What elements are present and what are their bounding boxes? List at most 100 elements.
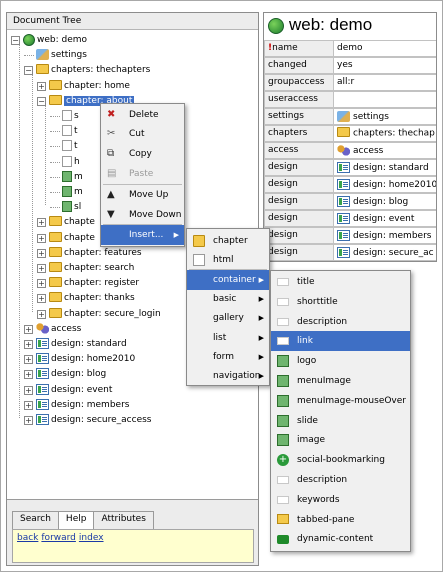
container-item-title[interactable]: title bbox=[271, 272, 410, 292]
insert-item-html[interactable]: html bbox=[187, 250, 269, 270]
expand-icon[interactable]: + bbox=[24, 416, 33, 425]
tree-node[interactable]: m bbox=[62, 170, 83, 185]
tab-help[interactable]: Help bbox=[57, 511, 95, 529]
collapse-icon[interactable]: − bbox=[24, 66, 33, 75]
tree-node[interactable]: m bbox=[62, 185, 83, 200]
menu-item-paste[interactable]: ▤Paste bbox=[101, 164, 184, 184]
tree-node[interactable]: web: demo bbox=[23, 33, 87, 48]
expand-icon[interactable]: + bbox=[37, 279, 46, 288]
menu-item-copy[interactable]: ⧉Copy bbox=[101, 144, 184, 164]
help-index-link[interactable]: index bbox=[78, 533, 104, 543]
property-value[interactable] bbox=[334, 91, 436, 108]
expand-icon[interactable]: + bbox=[37, 234, 46, 243]
menu-item-move-up[interactable]: ▲Move Up bbox=[101, 185, 184, 205]
insert-item-gallery[interactable]: gallery▶ bbox=[187, 308, 269, 328]
property-value[interactable]: design: event bbox=[334, 210, 436, 227]
insert-item-basic[interactable]: basic▶ bbox=[187, 289, 269, 309]
insert-item-list[interactable]: list▶ bbox=[187, 328, 269, 348]
insert-item-chapter[interactable]: chapter bbox=[187, 231, 269, 251]
tree-node[interactable]: s bbox=[62, 109, 79, 124]
tree-node[interactable]: chapter: home bbox=[49, 79, 130, 94]
tree-node[interactable]: sl bbox=[62, 200, 81, 215]
tree-node[interactable]: chapter: register bbox=[49, 276, 139, 291]
expand-icon[interactable]: + bbox=[24, 355, 33, 364]
property-value[interactable]: yes bbox=[334, 57, 436, 74]
tree-node[interactable]: design: standard bbox=[36, 337, 127, 352]
expand-icon[interactable]: + bbox=[24, 370, 33, 379]
menu-item-delete[interactable]: ✖Delete bbox=[101, 105, 184, 125]
property-value[interactable]: demo bbox=[334, 40, 436, 57]
menu-item-move-down[interactable]: ▼Move Down bbox=[101, 205, 184, 225]
container-item-menuimage-mouseover[interactable]: menuImage-mouseOver bbox=[271, 391, 410, 411]
property-value[interactable]: design: home2010 bbox=[334, 176, 436, 193]
expand-icon[interactable]: + bbox=[24, 325, 33, 334]
tree-node[interactable]: chapter: secure_login bbox=[49, 307, 161, 322]
container-item-description[interactable]: description bbox=[271, 312, 410, 332]
expand-icon[interactable]: + bbox=[24, 340, 33, 349]
expand-icon[interactable]: + bbox=[37, 310, 46, 319]
tab-attributes[interactable]: Attributes bbox=[93, 511, 154, 529]
property-value[interactable]: chapters: thechap bbox=[334, 125, 436, 142]
tree-node[interactable]: h bbox=[62, 155, 80, 170]
expand-icon[interactable]: + bbox=[37, 218, 46, 227]
tree-node[interactable]: design: home2010 bbox=[36, 352, 135, 367]
tree-node[interactable]: chapter: about bbox=[49, 94, 135, 109]
container-item-shorttitle[interactable]: shorttitle bbox=[271, 292, 410, 312]
container-item-description[interactable]: description bbox=[271, 470, 410, 490]
tree-node[interactable]: chapte bbox=[49, 215, 95, 230]
tree-node[interactable]: chapters: thechapters bbox=[36, 63, 150, 78]
property-value[interactable]: access bbox=[334, 142, 436, 159]
container-item-link[interactable]: link bbox=[271, 331, 410, 352]
tree-node[interactable]: chapter: features bbox=[49, 246, 142, 261]
container-item-social-bookmarking[interactable]: +social-bookmarking bbox=[271, 450, 410, 470]
tree-node[interactable]: design: event bbox=[36, 383, 112, 398]
tree-node[interactable]: design: members bbox=[36, 398, 129, 413]
collapse-icon[interactable]: − bbox=[37, 97, 46, 106]
container-item-image[interactable]: image bbox=[271, 430, 410, 450]
tree-node[interactable]: chapte bbox=[49, 231, 95, 246]
expand-icon[interactable]: + bbox=[37, 249, 46, 258]
help-back-link[interactable]: back bbox=[17, 533, 39, 543]
tree-node[interactable]: design: secure_access bbox=[36, 413, 152, 428]
menu-item-insert[interactable]: Insert...▶ bbox=[101, 225, 184, 245]
container-item-keywords[interactable]: keywords bbox=[271, 490, 410, 510]
container-item-tabbed-pane[interactable]: tabbed-pane bbox=[271, 510, 410, 530]
insert-item-form[interactable]: form▶ bbox=[187, 347, 269, 367]
property-value[interactable]: design: secure_ac bbox=[334, 244, 436, 261]
container-item-logo[interactable]: logo bbox=[271, 351, 410, 371]
property-value[interactable]: settings bbox=[334, 108, 436, 125]
collapse-icon[interactable]: − bbox=[11, 36, 20, 45]
tree-node[interactable]: chapter: thanks bbox=[49, 291, 135, 306]
property-value[interactable]: design: standard bbox=[334, 159, 436, 176]
property-value[interactable]: design: blog bbox=[334, 193, 436, 210]
expand-icon[interactable]: + bbox=[37, 82, 46, 91]
help-forward-link[interactable]: forward bbox=[41, 533, 76, 543]
property-value[interactable]: all:r bbox=[334, 74, 436, 91]
expand-icon[interactable]: + bbox=[37, 294, 46, 303]
tree-node[interactable]: settings bbox=[36, 48, 87, 63]
container-item-dynamic-content[interactable]: dynamic-content bbox=[271, 529, 410, 549]
property-row[interactable]: useraccess bbox=[264, 91, 436, 108]
insert-item-container[interactable]: container▶ bbox=[187, 269, 269, 290]
container-item-menuimage[interactable]: menuImage bbox=[271, 371, 410, 391]
tree-node[interactable]: chapter: search bbox=[49, 261, 134, 276]
insert-item-navigation[interactable]: navigation▶ bbox=[187, 366, 269, 386]
tab-search[interactable]: Search bbox=[12, 511, 59, 529]
tree-node[interactable]: access bbox=[36, 322, 81, 337]
expand-icon[interactable]: + bbox=[24, 386, 33, 395]
property-value[interactable]: design: members bbox=[334, 227, 436, 244]
expand-icon[interactable]: + bbox=[37, 264, 46, 273]
tree-node[interactable]: design: blog bbox=[36, 367, 106, 382]
expand-icon[interactable]: + bbox=[24, 401, 33, 410]
